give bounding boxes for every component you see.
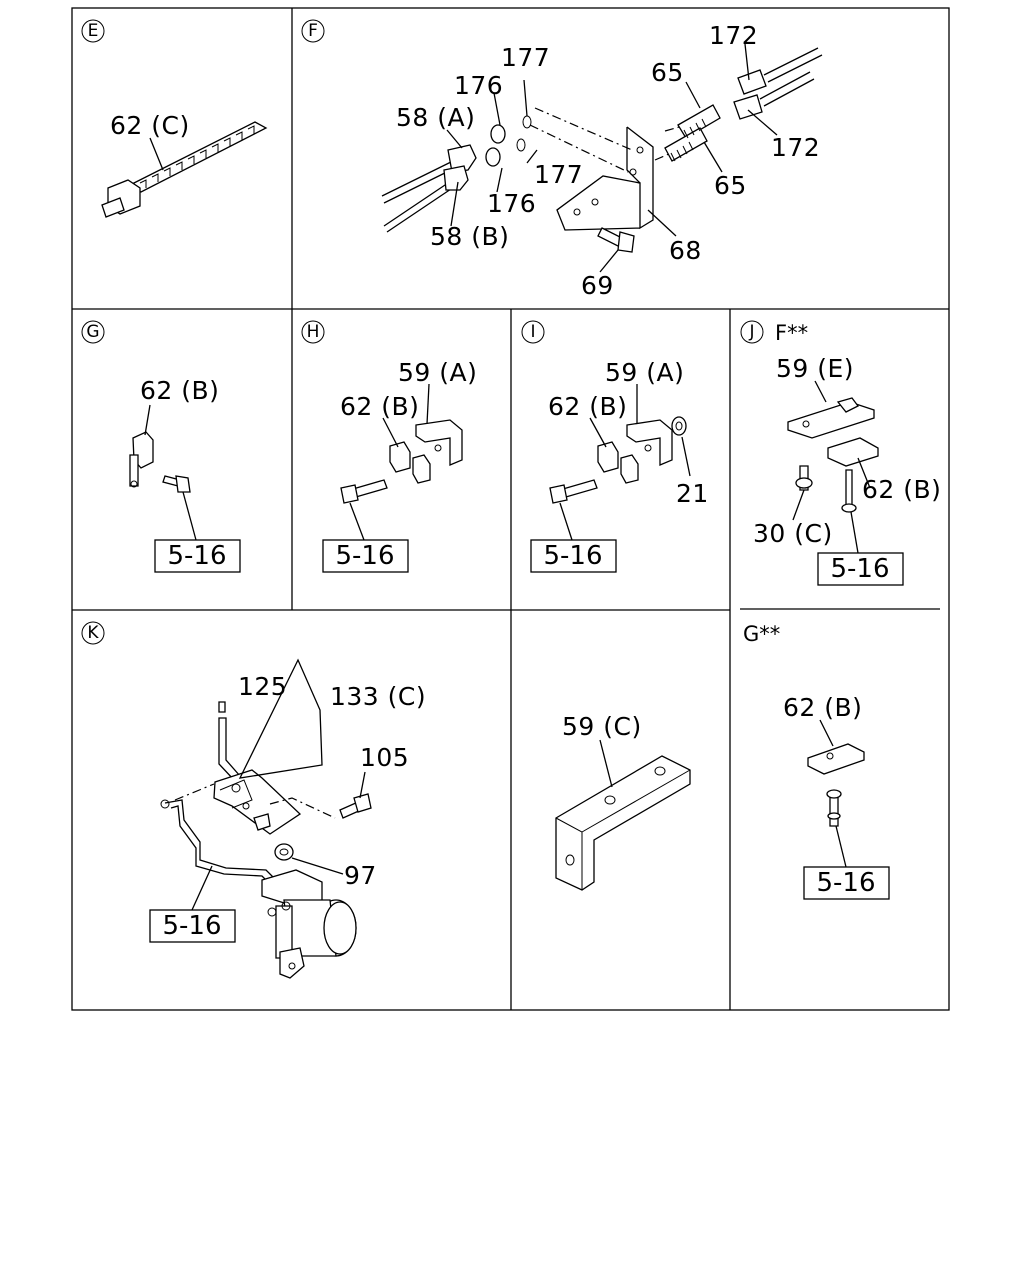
callout-62c: 62 (C): [110, 111, 190, 140]
callout-59e: 59 (E): [776, 354, 854, 383]
l-bracket-drawing: [555, 755, 691, 891]
ref-box: 5-16: [149, 909, 236, 943]
panel-h: H 59 (A) 62 (B) 5-16: [301, 320, 477, 573]
panel-f: F: [301, 19, 823, 300]
panel-k: K: [81, 621, 426, 979]
callout-62b: 62 (B): [340, 392, 419, 421]
svg-text:I: I: [530, 322, 535, 342]
panel-j: J F** 59 (E) 62 (B) 30 (C) 5-16 G**: [740, 320, 941, 900]
callout-172-top: 172: [709, 21, 758, 50]
callout-65-bottom: 65: [714, 171, 747, 200]
ref-box: 5-16: [530, 539, 617, 573]
bracket-clip-bolt-nut-drawing: [549, 416, 687, 504]
clip-bolt-drawing: [807, 743, 865, 827]
callout-105: 105: [360, 743, 409, 772]
panel-e: E 62 (C): [81, 19, 268, 218]
valve-linkage-assembly-drawing: [160, 701, 372, 979]
callout-58a: 58 (A): [396, 103, 475, 132]
svg-text:J: J: [748, 322, 754, 342]
callout-59c: 59 (C): [562, 712, 642, 741]
ref-box: 5-16: [322, 539, 409, 573]
cable-tie-drawing: [101, 121, 268, 218]
panel-id-badge: G: [81, 320, 105, 344]
panel-id-badge: I: [521, 320, 545, 344]
variant-header-g: G**: [743, 622, 780, 646]
panel-id-badge: J: [740, 320, 764, 344]
callout-133c: 133 (C): [330, 682, 426, 711]
callout-97: 97: [344, 861, 377, 890]
callout-62b: 62 (B): [862, 475, 941, 504]
callout-68: 68: [669, 236, 702, 265]
callout-69: 69: [581, 271, 614, 300]
bracket-clip-bolt-drawing: [340, 419, 463, 504]
callout-176-bottom: 176: [487, 189, 536, 218]
panel-id-badge: H: [301, 320, 325, 344]
panel-id-badge: E: [81, 19, 105, 43]
panel-g: G 62 (B) 5-16: [81, 320, 241, 573]
svg-text:G: G: [86, 322, 99, 342]
svg-text:5-16: 5-16: [830, 554, 889, 584]
variant-header-f: F**: [775, 321, 808, 345]
svg-text:H: H: [307, 322, 320, 342]
callout-58b: 58 (B): [430, 222, 509, 251]
callout-21: 21: [676, 479, 709, 508]
panel-id-badge: K: [81, 621, 105, 645]
callout-59a: 59 (A): [605, 358, 684, 387]
panel-id-badge: F: [301, 19, 325, 43]
ref-box: 5-16: [154, 539, 241, 573]
ref-box: 5-16: [803, 866, 890, 900]
callout-172-right: 172: [771, 133, 820, 162]
callout-177-top: 177: [501, 43, 550, 72]
callout-30c: 30 (C): [753, 519, 833, 548]
clip-bolt-drawing: [129, 431, 191, 493]
svg-text:5-16: 5-16: [162, 911, 221, 941]
callout-62b-gvariant: 62 (B): [783, 693, 862, 722]
svg-text:K: K: [87, 623, 99, 643]
bracket-screw-clip-drawing: [787, 397, 879, 513]
callout-65-top: 65: [651, 58, 684, 87]
ref-box: 5-16: [817, 552, 904, 586]
svg-text:5-16: 5-16: [335, 541, 394, 571]
panel-frame-grid: [71, 7, 950, 1011]
svg-text:F: F: [308, 21, 318, 41]
callout-125: 125: [238, 672, 287, 701]
callout-176-top: 176: [454, 71, 503, 100]
panel-bracket-59c: 59 (C): [555, 712, 691, 891]
callout-62b: 62 (B): [140, 376, 219, 405]
svg-text:5-16: 5-16: [816, 868, 875, 898]
svg-text:E: E: [88, 21, 99, 41]
pipe-bracket-assembly-drawing: [381, 47, 823, 253]
callout-59a: 59 (A): [398, 358, 477, 387]
panel-i: I 59 (A) 62 (B) 21 5-16: [521, 320, 709, 573]
callout-62b: 62 (B): [548, 392, 627, 421]
svg-text:5-16: 5-16: [543, 541, 602, 571]
callout-177-bottom: 177: [534, 160, 583, 189]
svg-text:5-16: 5-16: [167, 541, 226, 571]
